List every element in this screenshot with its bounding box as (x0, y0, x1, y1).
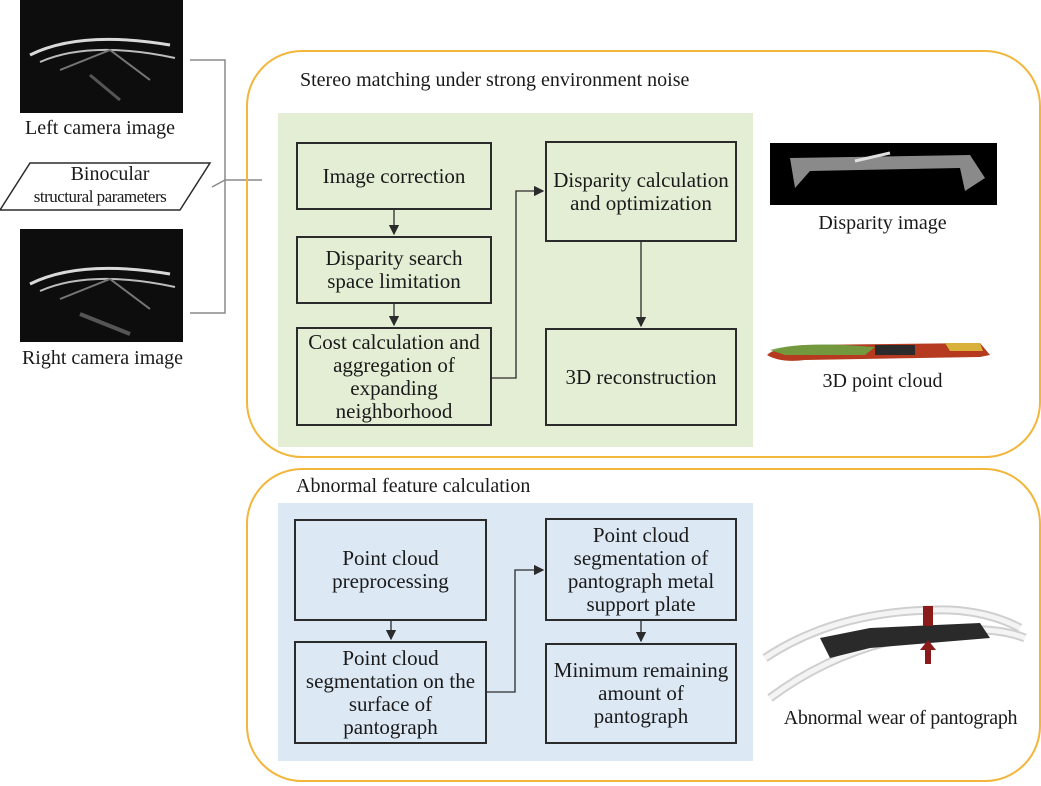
stereo-panel-title: Stereo matching under strong environment… (300, 69, 690, 91)
disparity-search-step: Disparity search space limitation (296, 236, 492, 304)
cost-calculation-step: Cost calculation and aggregation of expa… (296, 327, 492, 426)
left-camera-label: Left camera image (25, 117, 175, 139)
wear-label: Abnormal wear of pantograph (783, 707, 1018, 729)
minimum-remaining-step: Minimum remaining amount of pantograph (545, 643, 737, 744)
disparity-image-label: Disparity image (818, 212, 947, 234)
left-camera-image (20, 0, 183, 113)
binocular-params-line2: structural parameters (33, 187, 167, 206)
disparity-calculation-step: Disparity calculation and optimization (545, 141, 737, 242)
point-cloud-visual (767, 343, 990, 361)
pantograph-wear-visual (762, 605, 1027, 702)
reconstruction-step: 3D reconstruction (545, 328, 737, 426)
image-correction-step: Image correction (296, 142, 492, 210)
pantograph-photo-left (29, 37, 176, 102)
pantograph-photo-right (29, 266, 176, 336)
stereo-panel-border (246, 50, 1041, 458)
binocular-params-line1: Binocular (70, 163, 150, 185)
plate-segmentation-step: Point cloud segmentation of pantograph m… (545, 518, 737, 621)
abnormal-panel-title: Abnormal feature calculation (296, 475, 531, 497)
disparity-map-visual (790, 151, 985, 191)
right-camera-image (20, 229, 183, 342)
preprocessing-step: Point cloud preprocessing (294, 519, 487, 621)
abnormal-panel-border (246, 468, 1041, 782)
right-camera-label: Right camera image (21, 347, 184, 369)
surface-segmentation-step: Point cloud segmentation on the surface … (294, 641, 487, 744)
disparity-image (770, 143, 997, 205)
point-cloud-label: 3D point cloud (822, 370, 943, 392)
